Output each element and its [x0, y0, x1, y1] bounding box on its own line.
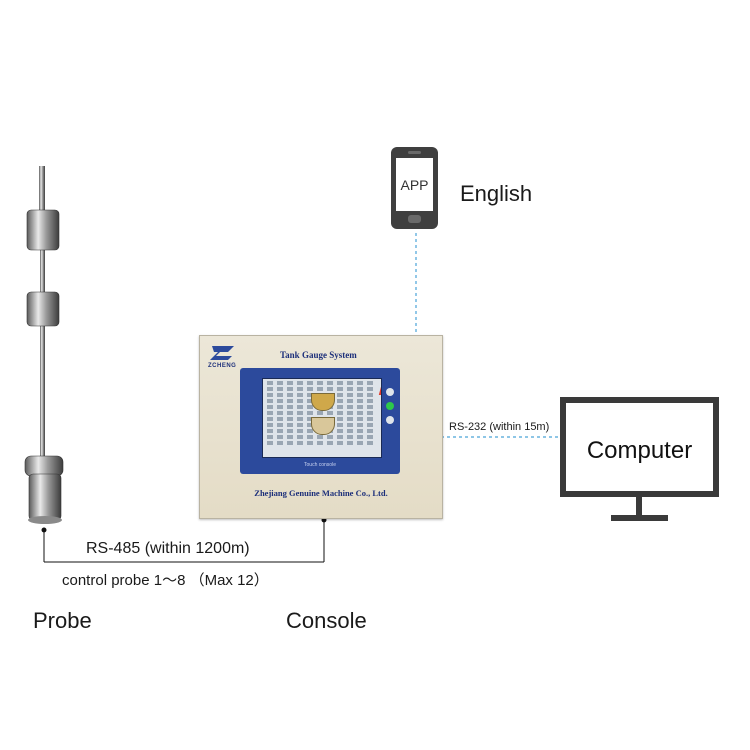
computer-monitor: Computer [560, 397, 719, 497]
tank-level-icon [311, 417, 335, 435]
home-button-icon [408, 215, 421, 223]
probe-label: Probe [33, 608, 92, 633]
console-touchscreen[interactable]: Touch console [240, 368, 400, 474]
phone-device: APP [391, 147, 438, 229]
tank-level-icon [311, 393, 335, 411]
flag-icon [378, 386, 381, 395]
probe-illustration [24, 166, 64, 524]
rs485-label: RS-485 (within 1200m) [86, 540, 250, 557]
speaker-icon [408, 151, 421, 154]
console-label: Console [286, 608, 367, 633]
status-led-icon [386, 402, 394, 410]
brand-logo-icon [210, 346, 234, 360]
monitor-base [611, 515, 668, 521]
console-side-buttons [386, 382, 396, 430]
rs232-label: RS-232 (within 15m) [449, 421, 550, 433]
console-device: ZCHENG Tank Gauge System Touch console Z… [199, 335, 443, 519]
console-brand: ZCHENG [208, 363, 237, 369]
phone-screen-text: APP [396, 158, 433, 211]
console-manufacturer: Zhejiang Genuine Machine Co., Ltd. [254, 488, 388, 498]
app-label: English [460, 181, 533, 206]
monitor-stand [636, 497, 642, 517]
console-display [262, 378, 382, 458]
probe-count-note: control probe 1～8 （Max 12） [62, 572, 269, 589]
console-title: Tank Gauge System [280, 350, 357, 360]
screen-caption: Touch console [304, 462, 336, 468]
computer-screen-text: Computer [586, 437, 693, 464]
